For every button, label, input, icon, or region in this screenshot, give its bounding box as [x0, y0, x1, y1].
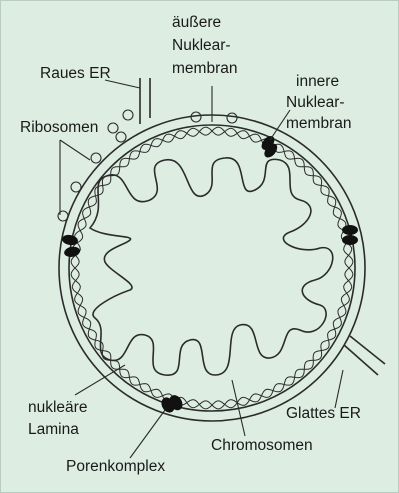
- pore-complex: [342, 225, 358, 245]
- label-rough-er: Raues ER: [40, 65, 111, 82]
- label-outer-membrane-3: membran: [172, 60, 237, 77]
- smooth-er-tube: [344, 336, 385, 375]
- ribosome: [71, 182, 81, 192]
- label-inner-membrane-3: membran: [286, 115, 351, 132]
- chromosome: [90, 158, 333, 375]
- label-inner-membrane-1: innere: [296, 73, 339, 90]
- ribosome: [91, 153, 101, 163]
- label-inner-membrane-2: Nuklear-: [286, 94, 345, 111]
- rough-er-tube: [140, 78, 150, 124]
- ribosome: [116, 132, 126, 142]
- label-pore-complex: Porenkomplex: [66, 458, 165, 475]
- ribosome: [227, 113, 237, 123]
- label-smooth-er: Glattes ER: [286, 405, 361, 422]
- label-ribosomes: Ribosomen: [20, 119, 98, 136]
- label-outer-membrane-1: äußere: [172, 14, 221, 31]
- ribosome: [108, 123, 118, 133]
- label-lamina-2: Lamina: [28, 421, 79, 438]
- pore-complex: [259, 134, 280, 160]
- label-chromosomes: Chromosomen: [211, 437, 313, 454]
- ribosome: [123, 110, 133, 120]
- leader-lines: [60, 80, 343, 458]
- label-outer-membrane-2: Nuklear-: [172, 37, 231, 54]
- label-lamina-1: nukleäre: [28, 399, 87, 416]
